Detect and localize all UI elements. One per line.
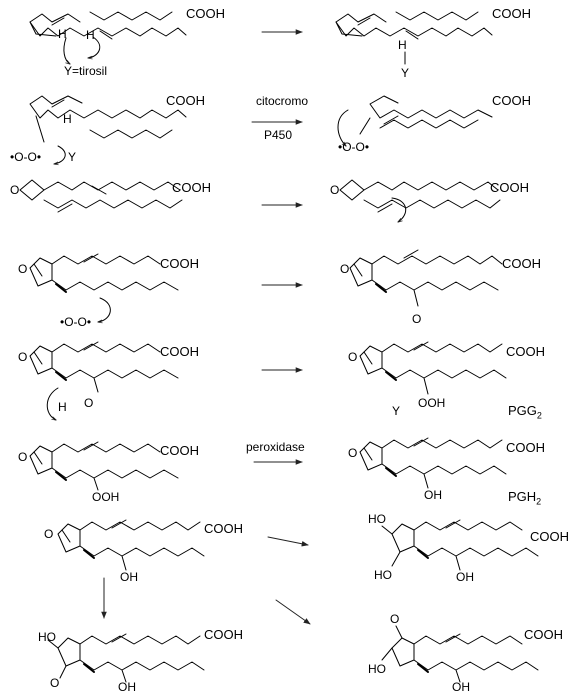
bicyclic-radical-structure (339, 179, 501, 213)
pgh2-subscript: 2 (536, 496, 542, 507)
hydroxyl-label: OH (424, 488, 442, 502)
hydroperoxide-label: OOH (418, 396, 446, 410)
enzyme-label: citocromo (256, 94, 309, 108)
oxygen-label: O (10, 183, 20, 197)
oxygen-label: O (84, 396, 94, 410)
hydroxyl-label: OH (452, 680, 470, 694)
hydroxyl-label: OH (456, 570, 474, 584)
endoperoxide-radical-structure (19, 179, 183, 213)
pgg2-subscript: 2 (536, 410, 542, 421)
oxygen-label: O (18, 350, 28, 364)
enzyme-label: peroxidase (246, 440, 305, 454)
reaction-arrow-9 (275, 599, 311, 625)
cooh-label: COOH (160, 256, 199, 271)
pgh2-name-label: PGH2 (508, 490, 541, 509)
pgg2-name: PGG (508, 403, 537, 418)
hydroxyl-label: OH (120, 570, 138, 584)
enzyme-label: P450 (264, 128, 293, 142)
y-label: Y (392, 404, 401, 418)
radical-combination-arrow (54, 145, 66, 164)
oxygen-addition-arrow (98, 297, 111, 322)
y-label: Y (401, 66, 410, 80)
cooh-label: COOH (506, 344, 545, 359)
cooh-label: COOH (204, 627, 243, 642)
pgh2-structure (359, 437, 507, 489)
cooh-label: COOH (160, 443, 199, 458)
hydroxyl-label: OH (118, 680, 136, 694)
dioxygen-radical-label: •O-O• (60, 315, 92, 329)
oxygen-label: O (18, 450, 28, 464)
oxygen-label: O (44, 527, 54, 541)
oxygen-label: O (412, 312, 422, 326)
h-label: H (58, 27, 67, 41)
hydroxyl-label: HO (374, 568, 392, 582)
pgf2-alpha-structure (381, 519, 539, 571)
cooh-label: COOH (502, 256, 541, 271)
pge2-structure (47, 633, 205, 683)
hydroperoxide-label: OOH (92, 490, 120, 504)
radical-oxygen-attack-structure (29, 95, 187, 143)
cooh-label: COOH (506, 440, 545, 455)
hydroxyl-label: HO (368, 662, 386, 676)
arachidonic-acid-structure (29, 11, 187, 40)
oxygen-label: O (348, 446, 358, 460)
cooh-label: COOH (524, 627, 563, 642)
cooh-label: COOH (492, 6, 531, 21)
dioxygen-radical-label: •O-O• (338, 140, 370, 154)
pgg2-name-label: PGG2 (508, 404, 542, 423)
oxygen-label: O (330, 183, 340, 197)
dioxygen-radical-label: •O-O• (10, 150, 42, 164)
cooh-label: COOH (530, 529, 569, 544)
oxygen-label: O (390, 612, 400, 626)
cooh-label: COOH (490, 180, 529, 195)
cooh-label: COOH (166, 93, 205, 108)
h-abstraction-arrow (88, 36, 101, 58)
oxygen-label: O (50, 676, 60, 690)
peroxyl-radical-structure (359, 95, 493, 135)
h-transfer-arrow (46, 387, 59, 420)
pgh2-name: PGH (508, 489, 537, 504)
pgd2-structure (381, 625, 539, 683)
oxygen-label: O (348, 350, 358, 364)
oxygen-label: O (18, 262, 28, 276)
peroxyl-intermediate-structure (29, 341, 179, 393)
radical-arrow (63, 37, 70, 64)
y-label: Y (68, 150, 77, 164)
pgh2-lower-structure (57, 519, 205, 571)
pgg2-structure (359, 341, 507, 395)
cooh-label: COOH (160, 344, 199, 359)
reaction-arrow-7 (267, 536, 309, 547)
cyclization-arrow (337, 109, 349, 146)
oxygen-label: O (340, 262, 350, 276)
cyclopentane-closure-arrow (391, 197, 407, 222)
cooh-label: COOH (186, 6, 225, 21)
h-label: H (63, 112, 72, 126)
bicyclic-peroxyl-radical-structure (349, 249, 503, 307)
cooh-label: COOH (492, 93, 531, 108)
pgg2-repeat-structure (29, 441, 179, 491)
h-label: H (86, 28, 95, 42)
bicyclic-allyl-radical-structure (29, 253, 179, 293)
pentadienyl-radical-structure (335, 11, 493, 40)
cooh-label: COOH (204, 521, 243, 536)
hydroxyl-label: HO (368, 512, 386, 526)
cooh-label: COOH (172, 180, 211, 195)
h-label: H (58, 400, 67, 414)
hydroxyl-label: HO (38, 630, 56, 644)
h-label: H (398, 38, 407, 52)
tyrosyl-label: Y=tirosil (64, 64, 108, 78)
